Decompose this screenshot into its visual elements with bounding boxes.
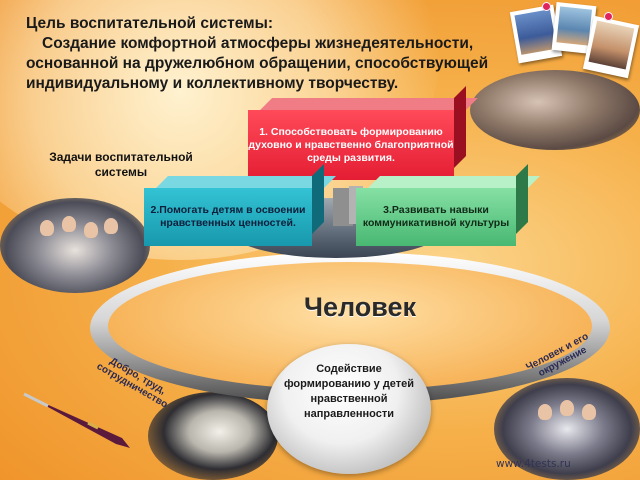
- box-top: [156, 176, 336, 188]
- footer-url: www.4tests.ru: [496, 458, 571, 470]
- goal-text: Создание комфортной атмосферы жизнедеяте…: [26, 35, 489, 92]
- polaroid-photos: [508, 0, 640, 80]
- pen-icon: [23, 392, 130, 448]
- photo-children-group: [0, 198, 150, 293]
- photo-schoolchildren: [494, 378, 640, 480]
- photo-teacher-blackboard: [148, 392, 278, 480]
- box-side: [454, 86, 466, 168]
- goal-heading: Цель воспитательной системы: Создание ко…: [26, 14, 546, 94]
- tasks-label: Задачи воспитательной системы: [49, 150, 193, 179]
- goal-title: Цель воспитательной системы:: [26, 15, 274, 32]
- pin-icon: [604, 12, 613, 21]
- box-top: [368, 176, 540, 188]
- center-circle-text: Содействие формированию у детей нравстве…: [283, 363, 415, 420]
- photo-children-reading: [470, 70, 640, 150]
- task-box-3: 3.Развивать навыки коммуникативной культ…: [356, 164, 540, 246]
- task-text-2: 2.Помогать детям в освоении нравственных…: [144, 188, 312, 246]
- box-side: [516, 164, 528, 234]
- task-text-1: 1. Способствовать формированию духовно и…: [248, 110, 454, 180]
- polaroid-photo: [582, 15, 640, 79]
- pin-icon: [542, 2, 551, 11]
- task-box-2: 2.Помогать детям в освоении нравственных…: [144, 164, 336, 246]
- box-side: [312, 164, 324, 234]
- center-circle: [267, 344, 431, 474]
- pedestal-block: [333, 188, 353, 226]
- box-top: [260, 98, 478, 110]
- center-label: Человек: [303, 292, 417, 322]
- task-text-3: 3.Развивать навыки коммуникативной культ…: [356, 188, 516, 246]
- task-box-1: 1. Способствовать формированию духовно и…: [248, 86, 466, 180]
